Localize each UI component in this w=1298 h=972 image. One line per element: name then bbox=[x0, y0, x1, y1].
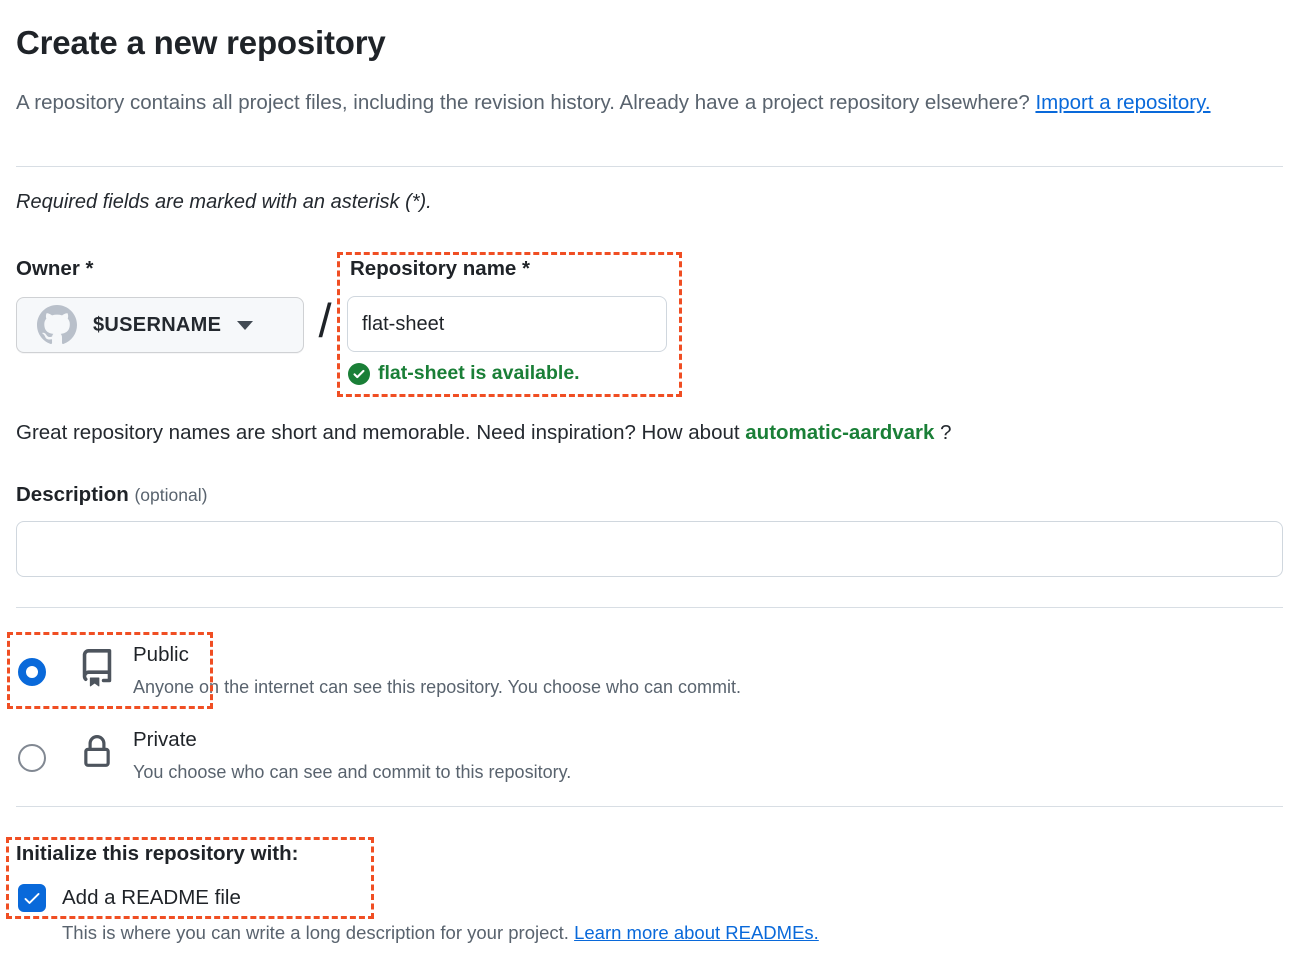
divider-initialize bbox=[16, 806, 1283, 807]
chevron-down-icon bbox=[237, 321, 253, 330]
readme-checkbox[interactable] bbox=[18, 884, 46, 912]
readme-note: This is where you can write a long descr… bbox=[62, 922, 819, 944]
import-repository-link[interactable]: Import a repository. bbox=[1035, 91, 1210, 114]
intro-text-body: A repository contains all project files,… bbox=[16, 91, 1035, 114]
initialize-heading: Initialize this repository with: bbox=[16, 842, 298, 866]
suggestion-text-after: ? bbox=[934, 421, 951, 444]
private-radio-description: You choose who can see and commit to thi… bbox=[133, 762, 571, 783]
description-label-text: Description bbox=[16, 483, 129, 506]
availability-message: flat-sheet is available. bbox=[348, 362, 580, 385]
divider-visibility bbox=[16, 607, 1283, 608]
public-radio-description: Anyone on the internet can see this repo… bbox=[133, 677, 741, 698]
check-circle-icon bbox=[348, 363, 370, 385]
intro-text: A repository contains all project files,… bbox=[16, 84, 1211, 122]
repo-book-icon bbox=[78, 648, 116, 688]
description-input[interactable] bbox=[16, 521, 1283, 577]
public-radio-label[interactable]: Public bbox=[133, 643, 189, 667]
public-radio[interactable] bbox=[18, 658, 46, 686]
description-label: Description (optional) bbox=[16, 483, 207, 507]
owner-select-button[interactable]: $USERNAME bbox=[16, 297, 304, 353]
divider-top bbox=[16, 166, 1283, 167]
readme-note-text: This is where you can write a long descr… bbox=[62, 922, 574, 943]
repository-name-input[interactable] bbox=[347, 296, 667, 352]
page-title: Create a new repository bbox=[16, 24, 386, 62]
lock-icon bbox=[80, 733, 114, 771]
owner-selected-value: $USERNAME bbox=[93, 314, 221, 337]
learn-more-readmes-link[interactable]: Learn more about READMEs. bbox=[574, 922, 819, 943]
private-radio[interactable] bbox=[18, 744, 46, 772]
checkmark-icon bbox=[22, 888, 42, 908]
owner-repo-separator: / bbox=[310, 293, 340, 348]
availability-text: flat-sheet is available. bbox=[378, 362, 580, 385]
private-radio-label[interactable]: Private bbox=[133, 728, 197, 752]
suggestion-text-before: Great repository names are short and mem… bbox=[16, 421, 745, 444]
owner-label: Owner * bbox=[16, 257, 93, 281]
readme-checkbox-label[interactable]: Add a README file bbox=[62, 886, 241, 910]
suggested-name[interactable]: automatic-aardvark bbox=[745, 421, 934, 444]
owner-avatar bbox=[37, 305, 77, 345]
repository-name-label: Repository name * bbox=[350, 257, 530, 281]
name-suggestion-line: Great repository names are short and mem… bbox=[16, 421, 952, 445]
required-fields-note: Required fields are marked with an aster… bbox=[16, 191, 432, 214]
description-optional-text: (optional) bbox=[134, 485, 207, 505]
